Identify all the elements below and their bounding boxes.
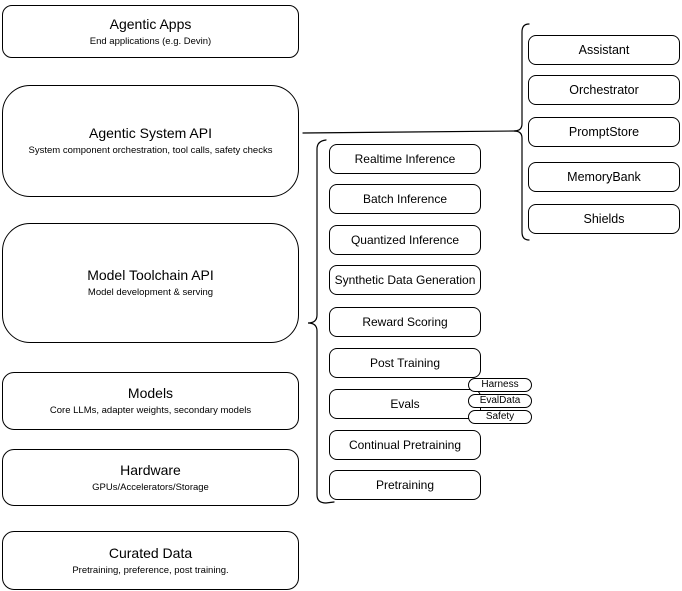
node-agentic-system-api: Agentic System API System component orch…	[2, 85, 299, 197]
node-pretraining: Pretraining	[329, 470, 481, 500]
brace-toolchain-group	[307, 139, 335, 504]
node-subtitle: Core LLMs, adapter weights, secondary mo…	[49, 405, 252, 417]
node-batch-inference: Batch Inference	[329, 184, 481, 214]
node-evals: Evals	[329, 389, 481, 419]
node-reward-scoring: Reward Scoring	[329, 307, 481, 337]
connector-system-api-line	[302, 130, 517, 134]
brace-system-group	[513, 23, 530, 241]
node-assistant: Assistant	[528, 35, 680, 65]
node-memorybank: MemoryBank	[528, 162, 680, 192]
node-post-training: Post Training	[329, 348, 481, 378]
node-shields: Shields	[528, 204, 680, 234]
node-subtitle: Pretraining, preference, post training.	[72, 564, 229, 576]
node-realtime-inference: Realtime Inference	[329, 144, 481, 174]
node-orchestrator: Orchestrator	[528, 75, 680, 105]
tag-evaldata: EvalData	[468, 394, 532, 408]
node-title: Agentic System API	[89, 125, 212, 142]
node-title: Curated Data	[108, 544, 193, 561]
node-synthetic-data-generation: Synthetic Data Generation	[329, 265, 481, 295]
node-title: Model Toolchain API	[87, 267, 214, 284]
node-subtitle: Model development & serving	[87, 287, 214, 299]
node-title: Agentic Apps	[109, 15, 192, 32]
node-title: Hardware	[120, 461, 181, 478]
tag-harness: Harness	[468, 378, 532, 392]
node-subtitle: End applications (e.g. Devin)	[89, 35, 212, 47]
node-title: Models	[127, 385, 174, 402]
node-subtitle: GPUs/Accelerators/Storage	[92, 481, 209, 493]
tag-safety: Safety	[468, 410, 532, 424]
node-models: Models Core LLMs, adapter weights, secon…	[2, 372, 299, 430]
node-agentic-apps: Agentic Apps End applications (e.g. Devi…	[2, 5, 299, 58]
node-continual-pretraining: Continual Pretraining	[329, 430, 481, 460]
node-quantized-inference: Quantized Inference	[329, 225, 481, 255]
node-promptstore: PromptStore	[528, 117, 680, 147]
node-subtitle: System component orchestration, tool cal…	[28, 145, 273, 157]
node-curated-data: Curated Data Pretraining, preference, po…	[2, 531, 299, 590]
node-hardware: Hardware GPUs/Accelerators/Storage	[2, 449, 299, 506]
node-model-toolchain-api: Model Toolchain API Model development & …	[2, 223, 299, 343]
